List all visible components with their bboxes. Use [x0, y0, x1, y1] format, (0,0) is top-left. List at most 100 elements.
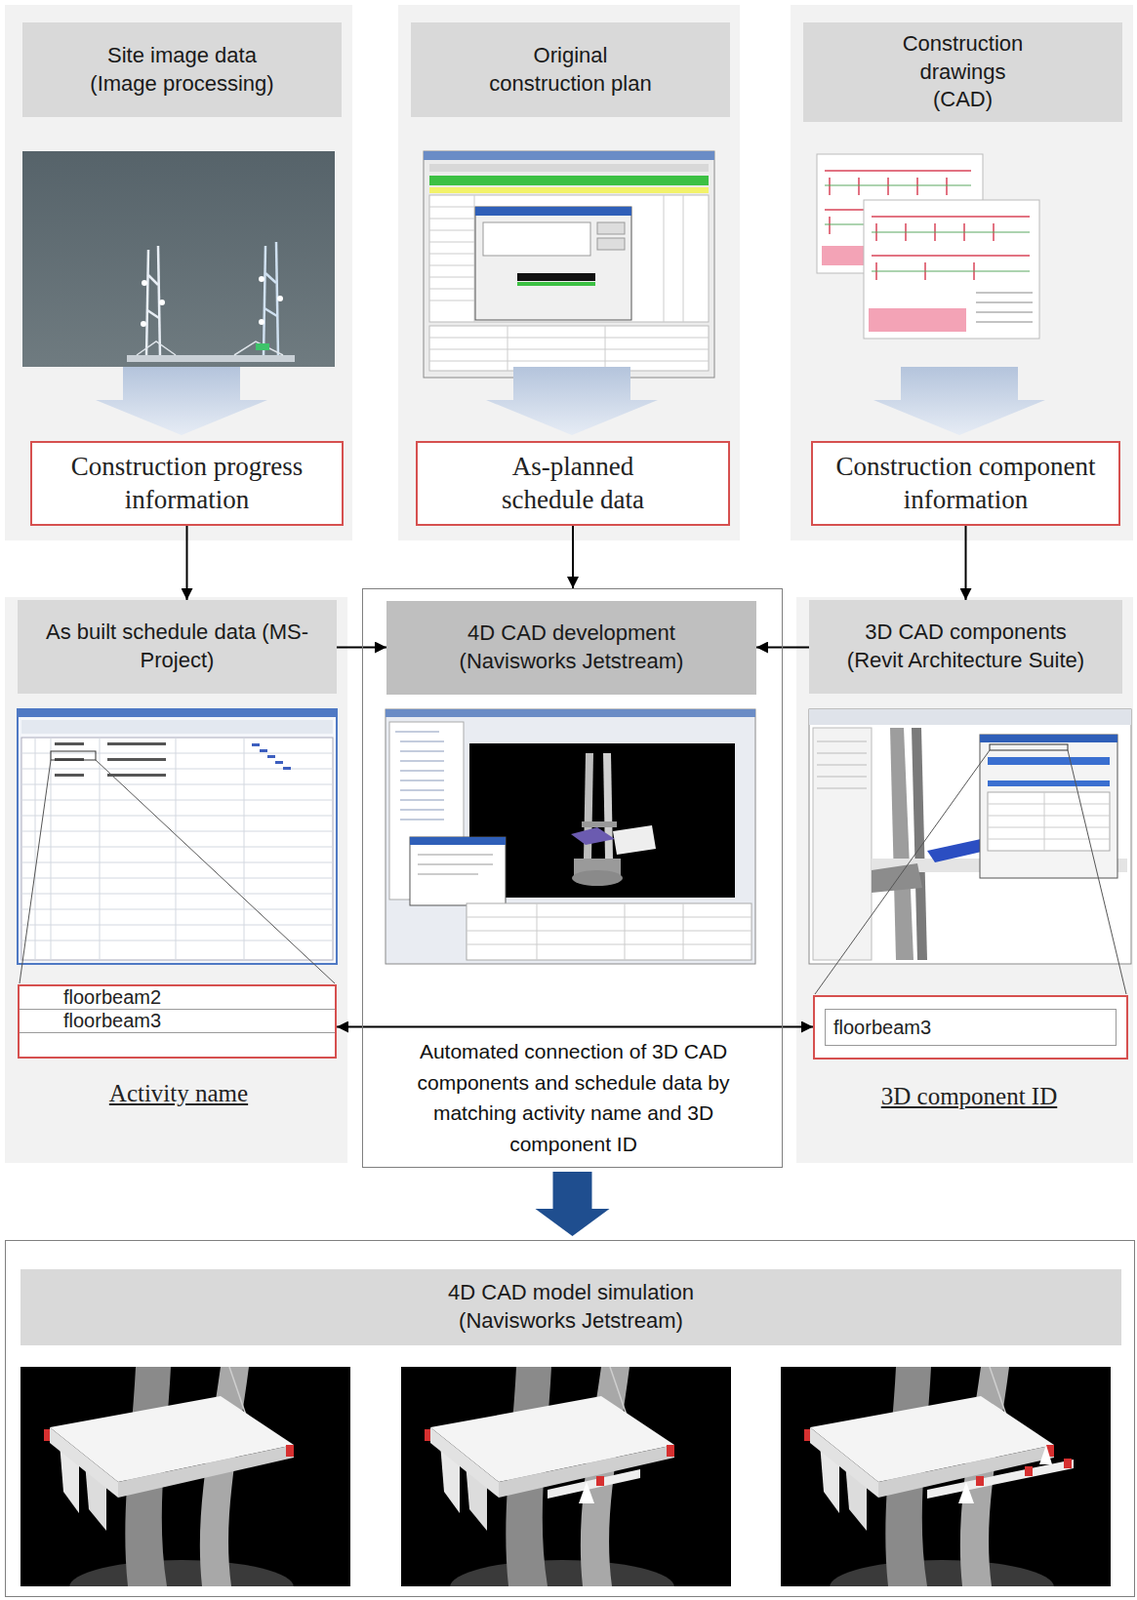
illustration-part: [816, 741, 867, 789]
illustration-part: [136, 341, 284, 356]
node-text: Original construction plan: [483, 41, 659, 98]
illustration-part: [1063, 1459, 1072, 1469]
illustration-part: [19, 760, 51, 984]
illustration-part: [871, 232, 1030, 272]
illustration-part: [814, 750, 990, 995]
site-photo: [22, 151, 335, 367]
illustration-part: [398, 4, 740, 541]
illustration-part: [890, 728, 914, 961]
info-box: Construction component information: [811, 441, 1121, 527]
flow-arrow: [336, 1026, 813, 1029]
illustration-part: [466, 903, 752, 961]
illustration-part: [597, 238, 625, 250]
illustration-part: [863, 200, 1040, 339]
illustration-part: [148, 275, 159, 285]
illustration-part: [141, 280, 148, 286]
illustration-part: [987, 780, 1110, 787]
illustration-part: [612, 825, 656, 855]
transform-arrows: [95, 366, 1046, 436]
illustration-part: [871, 216, 1030, 281]
simulation-panel: 4D CAD model simulation (Navisworks Jets…: [4, 1240, 1136, 1598]
illustration-part: [395, 731, 445, 820]
field-caption: 3D component ID: [803, 1083, 1136, 1111]
illustration-part: [979, 734, 1118, 879]
node-text: Construction progress information: [41, 450, 332, 518]
illustration-part: [423, 151, 715, 378]
illustration-part: [958, 1482, 975, 1504]
illustration-part: [871, 216, 1030, 281]
illustration-part: [147, 310, 160, 319]
illustration-part: [409, 837, 506, 846]
illustration-part: [809, 709, 1132, 726]
illustration-part: [146, 249, 149, 358]
illustration-part: [429, 325, 709, 371]
illustration-part: [264, 308, 278, 317]
revit-screenshot: [809, 709, 1132, 995]
illustration-part: [21, 737, 333, 961]
navisworks-screenshot: [385, 709, 756, 965]
development-panel: Automated connection of 3D CAD component…: [362, 588, 783, 1169]
illustration-part: [780, 1367, 1111, 1600]
illustration-part: [927, 1460, 1074, 1500]
illustration-part: [429, 325, 709, 371]
node-text: Automated connection of 3D CAD component…: [380, 1036, 767, 1160]
illustration-part: [603, 753, 613, 859]
node-text: As-planned schedule data: [475, 450, 671, 518]
flow-arrow: [756, 647, 810, 650]
illustration-part: [95, 366, 268, 436]
illustration-part: [275, 761, 284, 765]
illustration-part: [385, 709, 756, 718]
illustration-part: [469, 743, 735, 898]
node-text: Site image data (Image processing): [80, 41, 285, 98]
illustration-part: [873, 366, 1046, 436]
illustration-part: [107, 758, 166, 762]
cad-drawings: [816, 154, 1040, 339]
illustration-part: [475, 206, 632, 321]
illustration-part: [466, 903, 752, 961]
illustration-part: [283, 767, 291, 771]
illustration-part: [571, 870, 623, 887]
illustration-part: [19, 760, 335, 984]
flow-arrow: [186, 526, 189, 601]
illustration-part: [21, 720, 333, 734]
table-row: [19, 1033, 335, 1057]
illustration-part: [251, 743, 291, 771]
illustration-part: [54, 742, 84, 746]
illustration-part: [50, 751, 96, 761]
info-box: As-planned schedule data: [415, 441, 731, 527]
illustration-part: [517, 282, 596, 286]
illustration-part: [868, 308, 967, 332]
illustration-part: [54, 773, 84, 777]
block-arrow: [535, 1172, 610, 1237]
illustration-part: [4, 597, 348, 1164]
illustration-part: [140, 321, 147, 327]
illustration-part: [385, 709, 756, 965]
simulation-renders: [20, 1367, 1111, 1600]
illustration-part: [486, 366, 658, 436]
illustration-part: [265, 273, 277, 284]
tool-header: 4D CAD development (Navisworks Jetstream…: [386, 601, 757, 695]
illustration-part: [927, 839, 986, 863]
illustration-part: [975, 292, 1033, 323]
illustration-part: [21, 737, 333, 961]
flow-arrow: [571, 526, 574, 589]
illustration-part: [517, 273, 596, 282]
node-text: 4D CAD development (Navisworks Jetstream…: [425, 619, 719, 676]
illustration-part: [1024, 1466, 1033, 1477]
node-text: floorbeam3: [824, 1009, 1117, 1047]
illustration-part: [17, 709, 337, 718]
illustration-part: [796, 597, 1134, 1164]
illustration-part: [475, 206, 632, 216]
illustration-part: [429, 195, 684, 323]
illustration-part: [547, 1469, 641, 1500]
illustration-part: [423, 151, 715, 161]
illustration-part: [159, 299, 165, 306]
illustration-part: [140, 276, 284, 327]
illustration-part: [401, 1367, 731, 1600]
illustration-part: [146, 245, 161, 358]
illustration-part: [911, 728, 928, 961]
node-text: 4D CAD model simulation (Navisworks Jets…: [20, 1269, 1122, 1346]
